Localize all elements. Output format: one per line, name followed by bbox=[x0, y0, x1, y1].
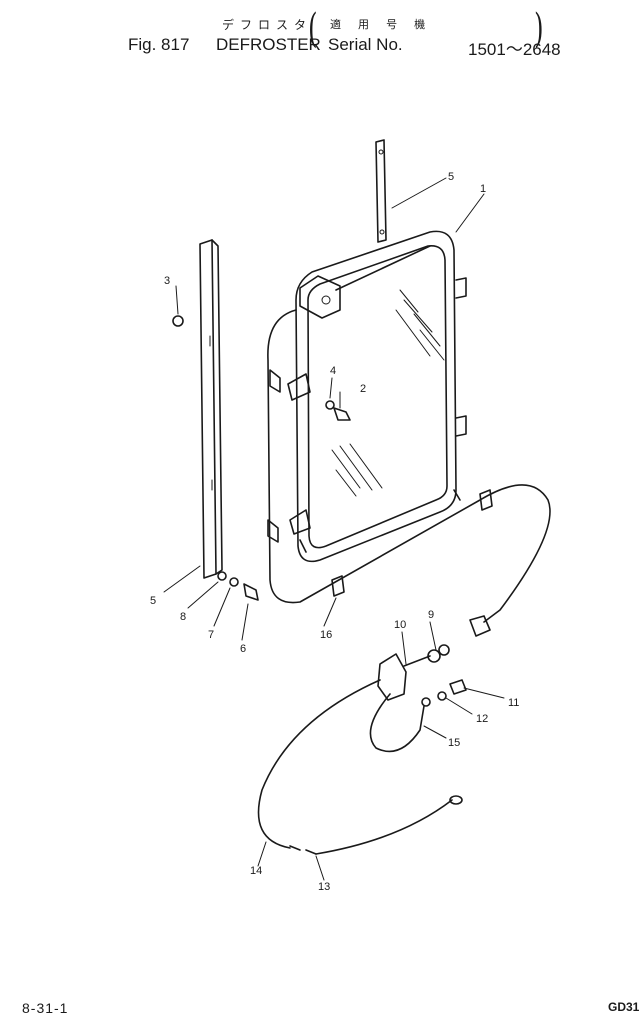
callout-16: 16 bbox=[320, 629, 332, 641]
callout-5-lower: 5 bbox=[150, 595, 156, 607]
serial-label: Serial No. bbox=[328, 35, 403, 54]
left-mounting-bar bbox=[199, 239, 223, 579]
callout-7: 7 bbox=[208, 629, 214, 641]
frame-brackets bbox=[287, 373, 311, 535]
callout-2: 2 bbox=[360, 383, 366, 395]
callout-4: 4 bbox=[330, 365, 336, 377]
callout-15: 15 bbox=[448, 737, 460, 749]
cables bbox=[257, 679, 463, 855]
fasteners bbox=[172, 315, 351, 601]
callout-1: 1 bbox=[480, 183, 486, 195]
callout-12: 12 bbox=[476, 713, 488, 725]
switch-assembly bbox=[377, 644, 467, 701]
upper-mounting-bar bbox=[375, 139, 387, 243]
callout-11: 11 bbox=[508, 697, 519, 709]
serial-range: 1501～2648 bbox=[468, 40, 561, 59]
callout-13: 13 bbox=[318, 881, 330, 893]
callout-9: 9 bbox=[428, 609, 434, 621]
right-bracket: ) bbox=[534, 6, 544, 52]
terminal-box bbox=[299, 245, 431, 319]
left-bracket: ( bbox=[308, 6, 318, 52]
callout-3: 3 bbox=[164, 275, 170, 287]
callout-numbers: 1 2 3 4 5 5 6 7 8 9 10 11 12 13 14 15 16 bbox=[150, 171, 519, 893]
callout-14: 14 bbox=[250, 865, 262, 877]
wiring-harness bbox=[267, 309, 551, 637]
japanese-title: デフロスタ bbox=[222, 18, 313, 32]
figure-title: DEFROSTER bbox=[216, 35, 321, 54]
page-number: 8-31-1 bbox=[22, 1000, 69, 1016]
callout-5-upper: 5 bbox=[448, 171, 454, 183]
japanese-applicability: 適 用 号 機 bbox=[330, 19, 433, 31]
leader-lines bbox=[163, 177, 505, 881]
callout-10: 10 bbox=[394, 619, 406, 631]
model-code: GD31 bbox=[608, 1000, 640, 1014]
defroster-glass-frame bbox=[295, 230, 467, 563]
callout-8: 8 bbox=[180, 611, 186, 623]
figure-number: Fig. 817 bbox=[128, 35, 190, 54]
callout-6: 6 bbox=[240, 643, 246, 655]
